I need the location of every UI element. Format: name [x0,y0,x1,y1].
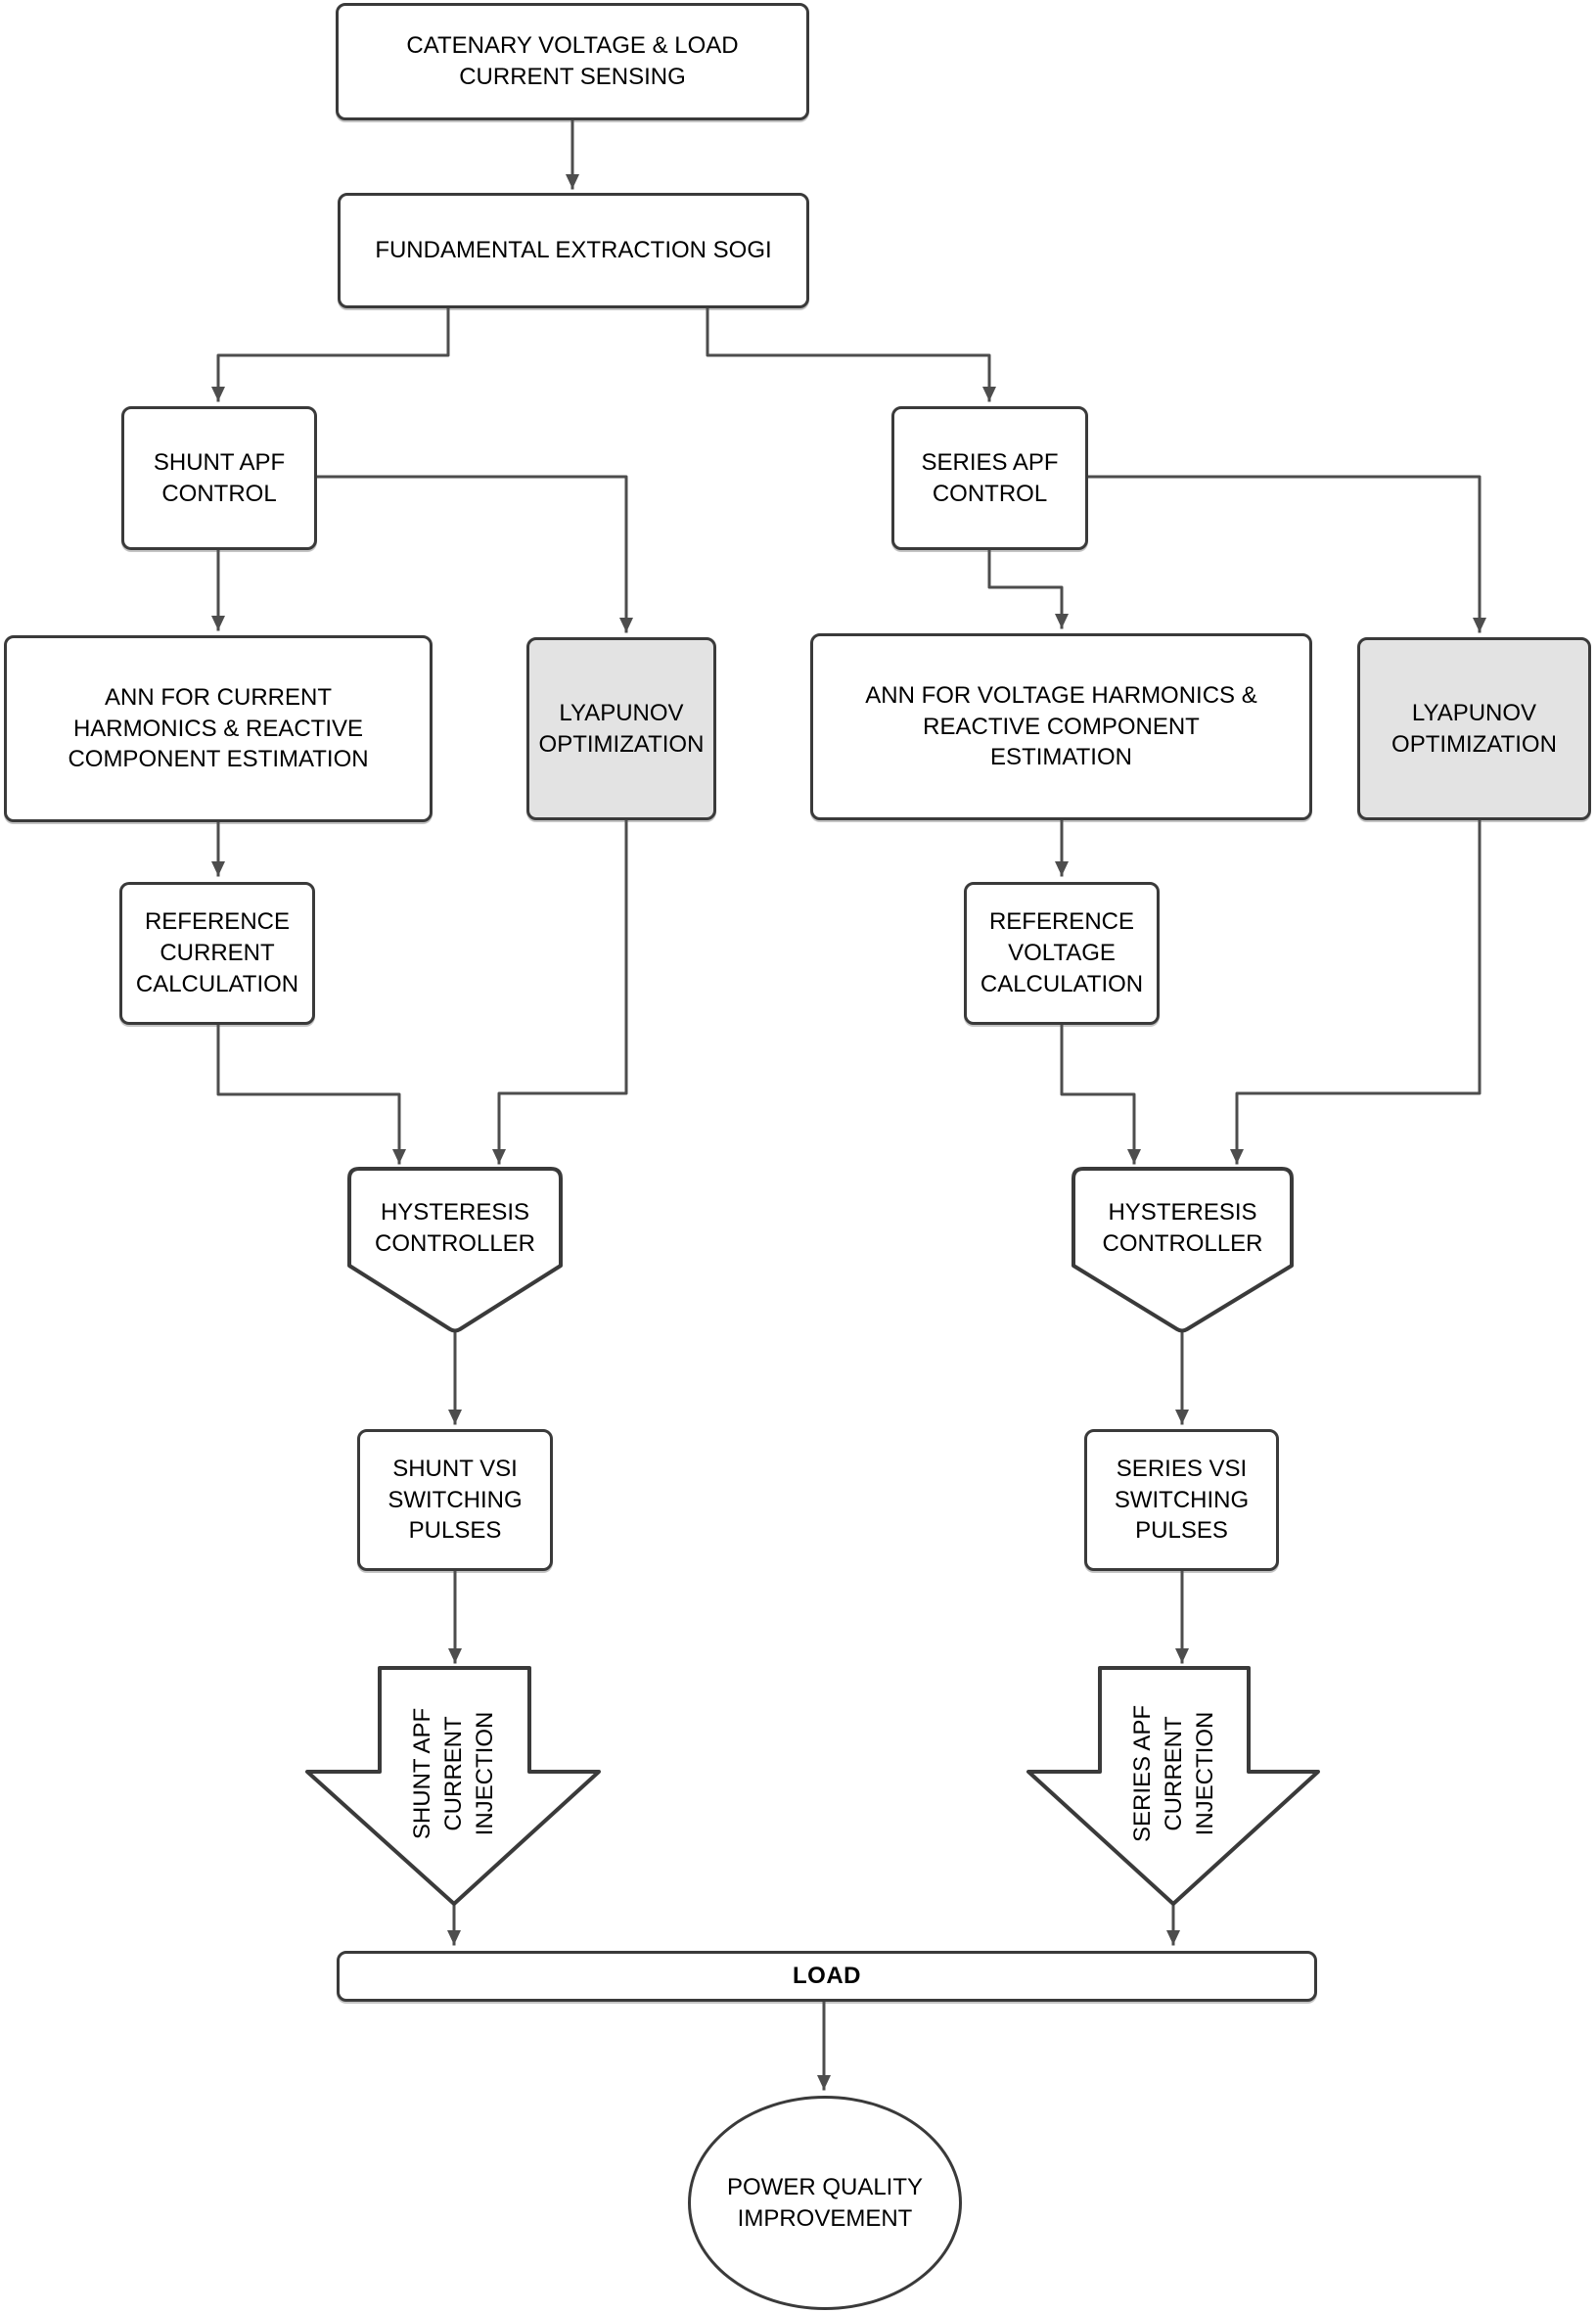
node-shunt-apf-control: SHUNT APF CONTROL [121,406,317,550]
node-lyapunov-optimization-series-label: LYAPUNOV OPTIMIZATION [1391,699,1557,758]
node-series-vsi-switching-pulses-label: SERIES VSI SWITCHING PULSES [1114,1455,1250,1545]
node-shunt-apf-control-label: SHUNT APF CONTROL [153,448,286,507]
node-shunt-vsi-switching-pulses: SHUNT VSI SWITCHING PULSES [357,1429,553,1571]
shunt-injection-block-arrow [305,1666,601,1906]
series-injection-arrow-label: SERIES APF CURRENT INJECTION [1129,1704,1218,1843]
node-ann-voltage-estimation: ANN FOR VOLTAGE HARMONICS & REACTIVE COM… [810,633,1312,820]
hysteresis-controller-series-shape [1072,1167,1294,1333]
edge-ref-current-to-hysteresis [216,1023,406,1165]
hysteresis-controller-series-label: HYSTERESIS CONTROLLER [1102,1198,1263,1257]
node-series-apf-control: SERIES APF CONTROL [891,406,1088,550]
node-reference-voltage-calculation-label: REFERENCE VOLTAGE CALCULATION [980,908,1144,997]
edge-lyapunov-series-to-hysteresis [1230,818,1482,1165]
node-load: LOAD [337,1951,1317,2002]
node-lyapunov-optimization-shunt: LYAPUNOV OPTIMIZATION [526,637,716,820]
node-lyapunov-optimization-series: LYAPUNOV OPTIMIZATION [1357,637,1591,820]
node-reference-current-calculation-label: REFERENCE CURRENT CALCULATION [135,908,299,997]
node-fundamental-extraction-sogi: FUNDAMENTAL EXTRACTION SOGI [338,193,809,308]
edge-series-control-to-ann-voltage [987,548,1069,629]
node-lyapunov-optimization-shunt-label: LYAPUNOV OPTIMIZATION [538,699,705,758]
edge-series-control-to-lyapunov [1086,475,1486,633]
node-ann-current-estimation-label: ANN FOR CURRENT HARMONICS & REACTIVE COM… [68,683,369,773]
node-shunt-vsi-switching-pulses-label: SHUNT VSI SWITCHING PULSES [388,1455,523,1545]
edge-sogi-to-shunt-control [211,306,450,402]
edge-sogi-to-series-control [706,306,996,402]
node-power-quality-improvement: POWER QUALITY IMPROVEMENT [688,2096,962,2310]
shunt-injection-arrow-label: SHUNT APF CURRENT INJECTION [409,1707,498,1840]
hysteresis-controller-shunt-shape [347,1167,563,1333]
node-reference-voltage-calculation: REFERENCE VOLTAGE CALCULATION [964,882,1160,1025]
edge-lyapunov-shunt-to-hysteresis [492,818,628,1165]
node-series-apf-control-label: SERIES APF CONTROL [921,448,1059,507]
series-injection-block-arrow [1026,1666,1320,1906]
node-catenary-sensing-label: CATENARY VOLTAGE & LOAD CURRENT SENSING [406,32,739,90]
edge-shunt-control-to-lyapunov [315,475,633,633]
node-ann-voltage-estimation-label: ANN FOR VOLTAGE HARMONICS & REACTIVE COM… [865,681,1257,771]
node-load-label: LOAD [793,1963,861,1990]
node-fundamental-extraction-sogi-label: FUNDAMENTAL EXTRACTION SOGI [375,237,772,264]
node-reference-current-calculation: REFERENCE CURRENT CALCULATION [119,882,315,1025]
node-catenary-sensing: CATENARY VOLTAGE & LOAD CURRENT SENSING [336,3,809,120]
hysteresis-controller-shunt-label: HYSTERESIS CONTROLLER [374,1198,536,1257]
node-power-quality-improvement-label: POWER QUALITY IMPROVEMENT [726,2173,924,2232]
node-ann-current-estimation: ANN FOR CURRENT HARMONICS & REACTIVE COM… [4,635,433,822]
node-series-vsi-switching-pulses: SERIES VSI SWITCHING PULSES [1084,1429,1279,1571]
edge-ref-voltage-to-hysteresis [1060,1023,1141,1165]
